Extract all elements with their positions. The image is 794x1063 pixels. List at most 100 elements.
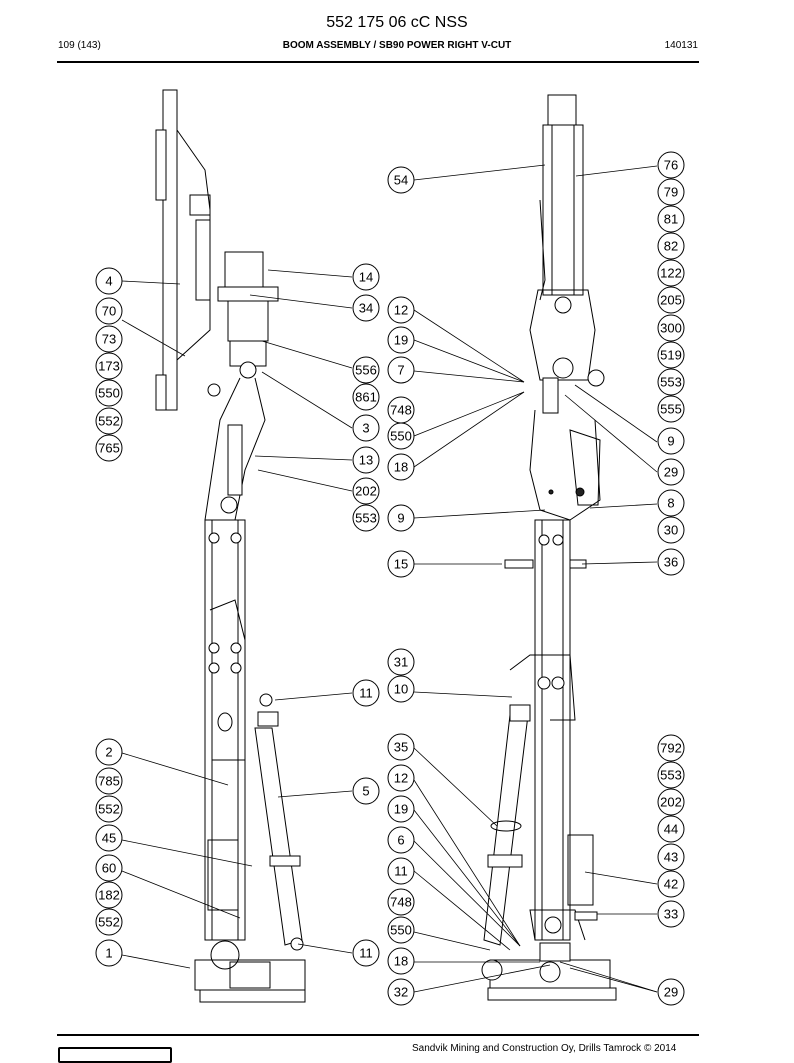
callout-label: 14: [359, 270, 373, 285]
callout-label: 30: [664, 523, 678, 538]
callout-label: 300: [660, 321, 682, 336]
callout-label: 42: [664, 877, 678, 892]
page-number: 109 (143): [58, 40, 101, 51]
callout-122: 122: [657, 259, 685, 287]
callout-label: 76: [664, 158, 678, 173]
callout-18: 18: [387, 947, 415, 975]
callout-29: 29: [657, 978, 685, 1006]
callout-32: 32: [387, 978, 415, 1006]
callout-54: 54: [387, 166, 415, 194]
callout-14: 14: [352, 263, 380, 291]
callout-label: 32: [394, 985, 408, 1000]
callout-765: 765: [95, 434, 123, 462]
callout-label: 34: [359, 301, 373, 316]
callout-label: 79: [664, 185, 678, 200]
callout-182: 182: [95, 881, 123, 909]
footer-copyright: Sandvik Mining and Construction Oy, Dril…: [412, 1043, 677, 1054]
callout-label: 9: [667, 434, 674, 449]
callout-label: 552: [98, 414, 120, 429]
callout-550: 550: [387, 422, 415, 450]
callout-label: 519: [660, 348, 682, 363]
callout-label: 792: [660, 741, 682, 756]
callout-73: 73: [95, 325, 123, 353]
callout-label: 31: [394, 655, 408, 670]
callout-label: 552: [98, 802, 120, 817]
callout-label: 33: [664, 907, 678, 922]
callout-555: 555: [657, 395, 685, 423]
callout-label: 9: [397, 511, 404, 526]
callout-label: 60: [102, 861, 116, 876]
callout-205: 205: [657, 286, 685, 314]
callout-label: 35: [394, 740, 408, 755]
callout-label: 202: [660, 795, 682, 810]
callout-70: 70: [95, 297, 123, 325]
callout-19: 19: [387, 795, 415, 823]
callout-label: 11: [394, 864, 408, 879]
callout-300: 300: [657, 314, 685, 342]
callout-552: 552: [95, 407, 123, 435]
callout-43: 43: [657, 843, 685, 871]
callout-label: 5: [362, 784, 369, 799]
callout-553: 553: [657, 761, 685, 789]
callout-29: 29: [657, 458, 685, 486]
callout-1: 1: [95, 939, 123, 967]
callout-label: 2: [105, 745, 112, 760]
callout-label: 15: [394, 557, 408, 572]
callout-519: 519: [657, 341, 685, 369]
document-number: 552 175 06 cC NSS: [326, 14, 468, 31]
callout-label: 552: [98, 915, 120, 930]
callout-34: 34: [352, 294, 380, 322]
leader-lines: [121, 164, 658, 993]
callout-label: 11: [359, 686, 373, 701]
callout-label: 36: [664, 555, 678, 570]
callout-label: 4: [105, 274, 112, 289]
callout-label: 43: [664, 850, 678, 865]
callout-bubbles: 4707317355055276527855524560182552114345…: [95, 151, 685, 1006]
callout-label: 45: [102, 831, 116, 846]
callout-label: 18: [394, 954, 408, 969]
callout-label: 3: [362, 421, 369, 436]
callout-12: 12: [387, 296, 415, 324]
callout-label: 82: [664, 239, 678, 254]
callout-748: 748: [387, 888, 415, 916]
callout-label: 748: [390, 403, 412, 418]
callout-label: 11: [359, 946, 373, 961]
callout-label: 556: [355, 363, 377, 378]
callout-label: 29: [664, 985, 678, 1000]
callout-label: 122: [660, 266, 682, 281]
callout-label: 173: [98, 359, 120, 374]
callout-label: 6: [397, 833, 404, 848]
callout-15: 15: [387, 550, 415, 578]
callout-553: 553: [352, 504, 380, 532]
callout-31: 31: [387, 648, 415, 676]
callout-label: 550: [390, 429, 412, 444]
callout-label: 81: [664, 212, 678, 227]
callout-552: 552: [95, 908, 123, 936]
callout-33: 33: [657, 900, 685, 928]
callout-202: 202: [352, 477, 380, 505]
callout-label: 12: [394, 771, 408, 786]
callout-556: 556: [352, 356, 380, 384]
callout-label: 18: [394, 460, 408, 475]
callout-label: 1: [105, 946, 112, 961]
callout-550: 550: [95, 379, 123, 407]
right-boom-illustration: [481, 94, 617, 1001]
callout-12: 12: [387, 764, 415, 792]
callout-label: 7: [397, 363, 404, 378]
callout-label: 12: [394, 303, 408, 318]
callout-label: 553: [355, 511, 377, 526]
callout-label: 785: [98, 774, 120, 789]
callout-792: 792: [657, 734, 685, 762]
callout-label: 10: [394, 682, 408, 697]
callout-2: 2: [95, 738, 123, 766]
callout-label: 44: [664, 822, 678, 837]
callout-79: 79: [657, 178, 685, 206]
callout-11: 11: [352, 679, 380, 707]
callout-label: 748: [390, 895, 412, 910]
footer-rule: [57, 1034, 699, 1036]
callout-76: 76: [657, 151, 685, 179]
callout-label: 550: [98, 386, 120, 401]
callout-label: 19: [394, 333, 408, 348]
callout-7: 7: [387, 356, 415, 384]
